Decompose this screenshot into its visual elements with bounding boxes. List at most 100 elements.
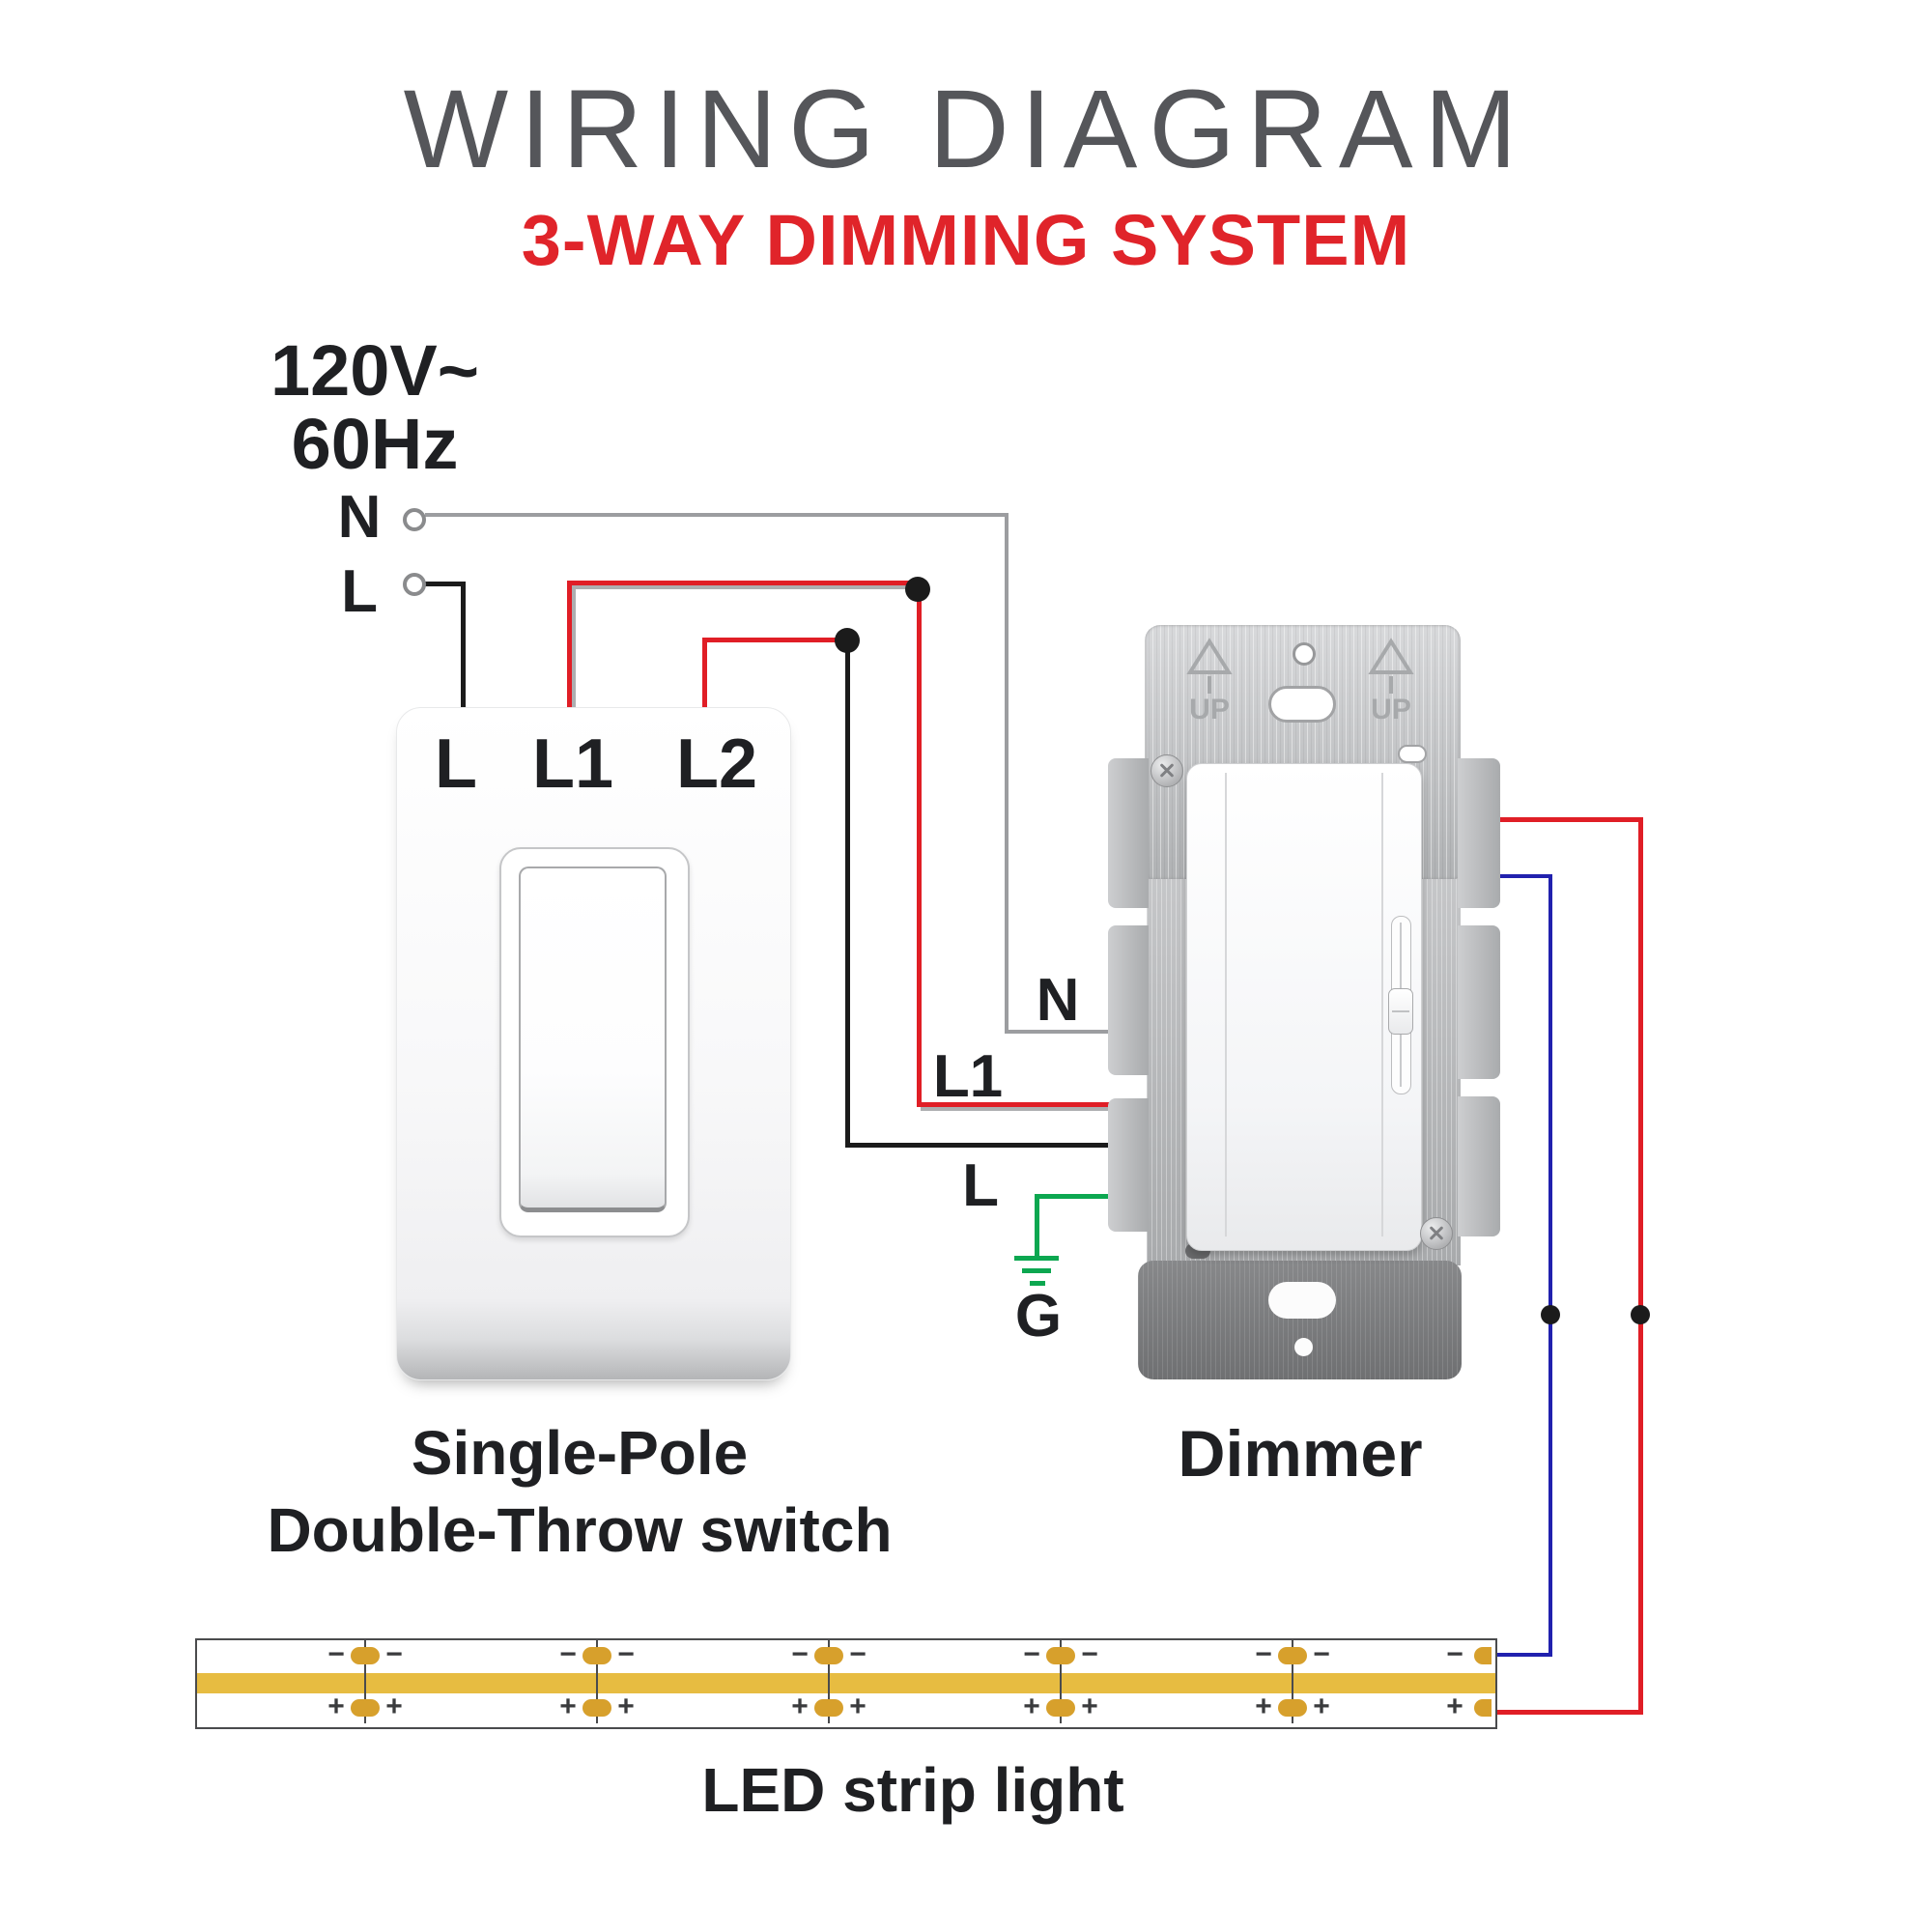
dimmer-body <box>1186 763 1422 1251</box>
page-subtitle: 3-WAY DIMMING SYSTEM <box>521 200 1411 280</box>
traveler1-wire-segment <box>917 1102 1122 1107</box>
traveler2-wire-segment <box>702 639 707 709</box>
dimmer-terminal-label-n: N <box>1036 967 1080 1034</box>
switch-terminal-label-l1: L1 <box>531 725 614 803</box>
up-arrow-icon: UP <box>1368 638 1414 723</box>
up-label: UP <box>1371 694 1411 723</box>
led-minus-sign: − <box>385 1638 403 1670</box>
switch-terminal-label-l2: L2 <box>675 725 758 803</box>
led-plus-sign: + <box>849 1690 867 1722</box>
led-solder-pad <box>582 1647 611 1664</box>
load-wire-segment <box>845 1143 1122 1148</box>
led-minus-sign: − <box>1446 1638 1463 1670</box>
led-minus-sign: − <box>617 1638 635 1670</box>
led-positive-wire-segment <box>1638 817 1643 1715</box>
led-solder-pad <box>1474 1699 1492 1717</box>
led-minus-sign: − <box>791 1638 809 1670</box>
led-positive-wire-segment <box>1498 817 1643 822</box>
led-solder-pad <box>1278 1647 1307 1664</box>
slider-thumb-line <box>1392 1010 1409 1012</box>
led-minus-sign: − <box>1255 1638 1272 1670</box>
led-minus-sign: − <box>327 1638 345 1670</box>
dimmer-terminal-label-l: L <box>962 1152 999 1219</box>
led-plus-sign: + <box>1313 1690 1330 1722</box>
led-solder-pad <box>814 1647 843 1664</box>
page-title: WIRING DIAGRAM <box>403 68 1529 191</box>
led-segment-line <box>596 1640 598 1723</box>
mounting-hole-top <box>1293 642 1316 666</box>
ground-wire-segment <box>1035 1194 1122 1199</box>
strap-tab-right <box>1458 1096 1500 1236</box>
led-negative-wire-segment <box>1498 874 1552 878</box>
led-solder-pad <box>582 1699 611 1717</box>
led-segment-line <box>364 1640 366 1723</box>
dimmer-slider-thumb <box>1388 988 1413 1035</box>
voltage-label: 120V~ <box>270 330 480 411</box>
led-plus-sign: + <box>559 1690 577 1722</box>
led-strip: − − + + − − + + − − + + − − + + − − + + <box>195 1638 1497 1729</box>
mounting-slot-bottom <box>1268 1282 1336 1319</box>
led-plus-sign: + <box>1023 1690 1040 1722</box>
screw-icon <box>1151 754 1183 787</box>
strap-tab-right <box>1458 758 1500 908</box>
neutral-label: N <box>337 484 382 551</box>
led-solder-pad <box>1046 1699 1075 1717</box>
led-minus-sign: − <box>849 1638 867 1670</box>
led-minus-sign: − <box>559 1638 577 1670</box>
traveler1-wire-segment <box>917 587 922 1106</box>
dimmer-caption: Dimmer <box>1178 1417 1423 1491</box>
switch-terminal-label-l: L <box>435 725 477 803</box>
ground-label: G <box>1014 1283 1063 1350</box>
junction-dot <box>905 577 930 602</box>
led-positive-wire-segment <box>1493 1710 1643 1715</box>
strap-tab-left <box>1108 1098 1149 1232</box>
led-plus-sign: + <box>385 1690 403 1722</box>
led-solder-pad <box>1474 1647 1492 1664</box>
ground-symbol <box>1030 1281 1045 1286</box>
led-negative-wire-segment <box>1548 874 1552 1657</box>
line-wire-segment <box>425 582 466 586</box>
strap-tab-left <box>1108 925 1149 1075</box>
strap-tab-right <box>1458 925 1500 1079</box>
junction-dot <box>1631 1305 1650 1324</box>
dimmer-body-seam <box>1381 773 1383 1236</box>
led-negative-wire-segment <box>1493 1653 1552 1657</box>
load-wire-segment <box>845 640 850 1145</box>
ground-symbol <box>1022 1268 1051 1273</box>
up-arrow-icon: UP <box>1186 638 1233 723</box>
led-plus-sign: + <box>617 1690 635 1722</box>
led-solder-pad <box>1278 1699 1307 1717</box>
switch-plate <box>396 707 791 1380</box>
switch-caption-line2: Double-Throw switch <box>267 1495 893 1565</box>
led-plus-sign: + <box>791 1690 809 1722</box>
switch-rocker <box>519 867 667 1212</box>
led-plus-sign: + <box>1081 1690 1098 1722</box>
line-wire-segment <box>461 582 466 709</box>
line-label: L <box>341 558 378 625</box>
dimmer-body-seam <box>1225 773 1227 1236</box>
led-segment-line <box>1060 1640 1062 1723</box>
led-segment-line <box>1292 1640 1293 1723</box>
traveler1-wire-segment <box>567 581 923 585</box>
neutral-wire-segment <box>1005 513 1009 1034</box>
led-plus-sign: + <box>1255 1690 1272 1722</box>
neutral-wire-segment <box>425 513 1009 517</box>
side-slot-oval <box>1398 745 1427 763</box>
led-solder-pad <box>351 1699 380 1717</box>
traveler1-wire-segment <box>567 583 572 709</box>
line-terminal-icon <box>403 573 426 596</box>
led-plus-sign: + <box>1446 1690 1463 1722</box>
dimmer-strap-bottom <box>1138 1261 1462 1379</box>
neutral-wire-segment <box>1005 1030 1121 1034</box>
screw-icon <box>1420 1217 1453 1250</box>
neutral-terminal-icon <box>403 508 426 531</box>
led-solder-pad <box>1046 1647 1075 1664</box>
led-strip-caption: LED strip light <box>701 1755 1124 1825</box>
frequency-label: 60Hz <box>291 404 459 484</box>
dimmer-terminal-label-l1: L1 <box>932 1043 1004 1110</box>
mounting-hole-bottom <box>1294 1338 1313 1356</box>
junction-dot <box>835 628 860 653</box>
led-minus-sign: − <box>1313 1638 1330 1670</box>
switch-caption-line1: Single-Pole <box>411 1418 749 1488</box>
